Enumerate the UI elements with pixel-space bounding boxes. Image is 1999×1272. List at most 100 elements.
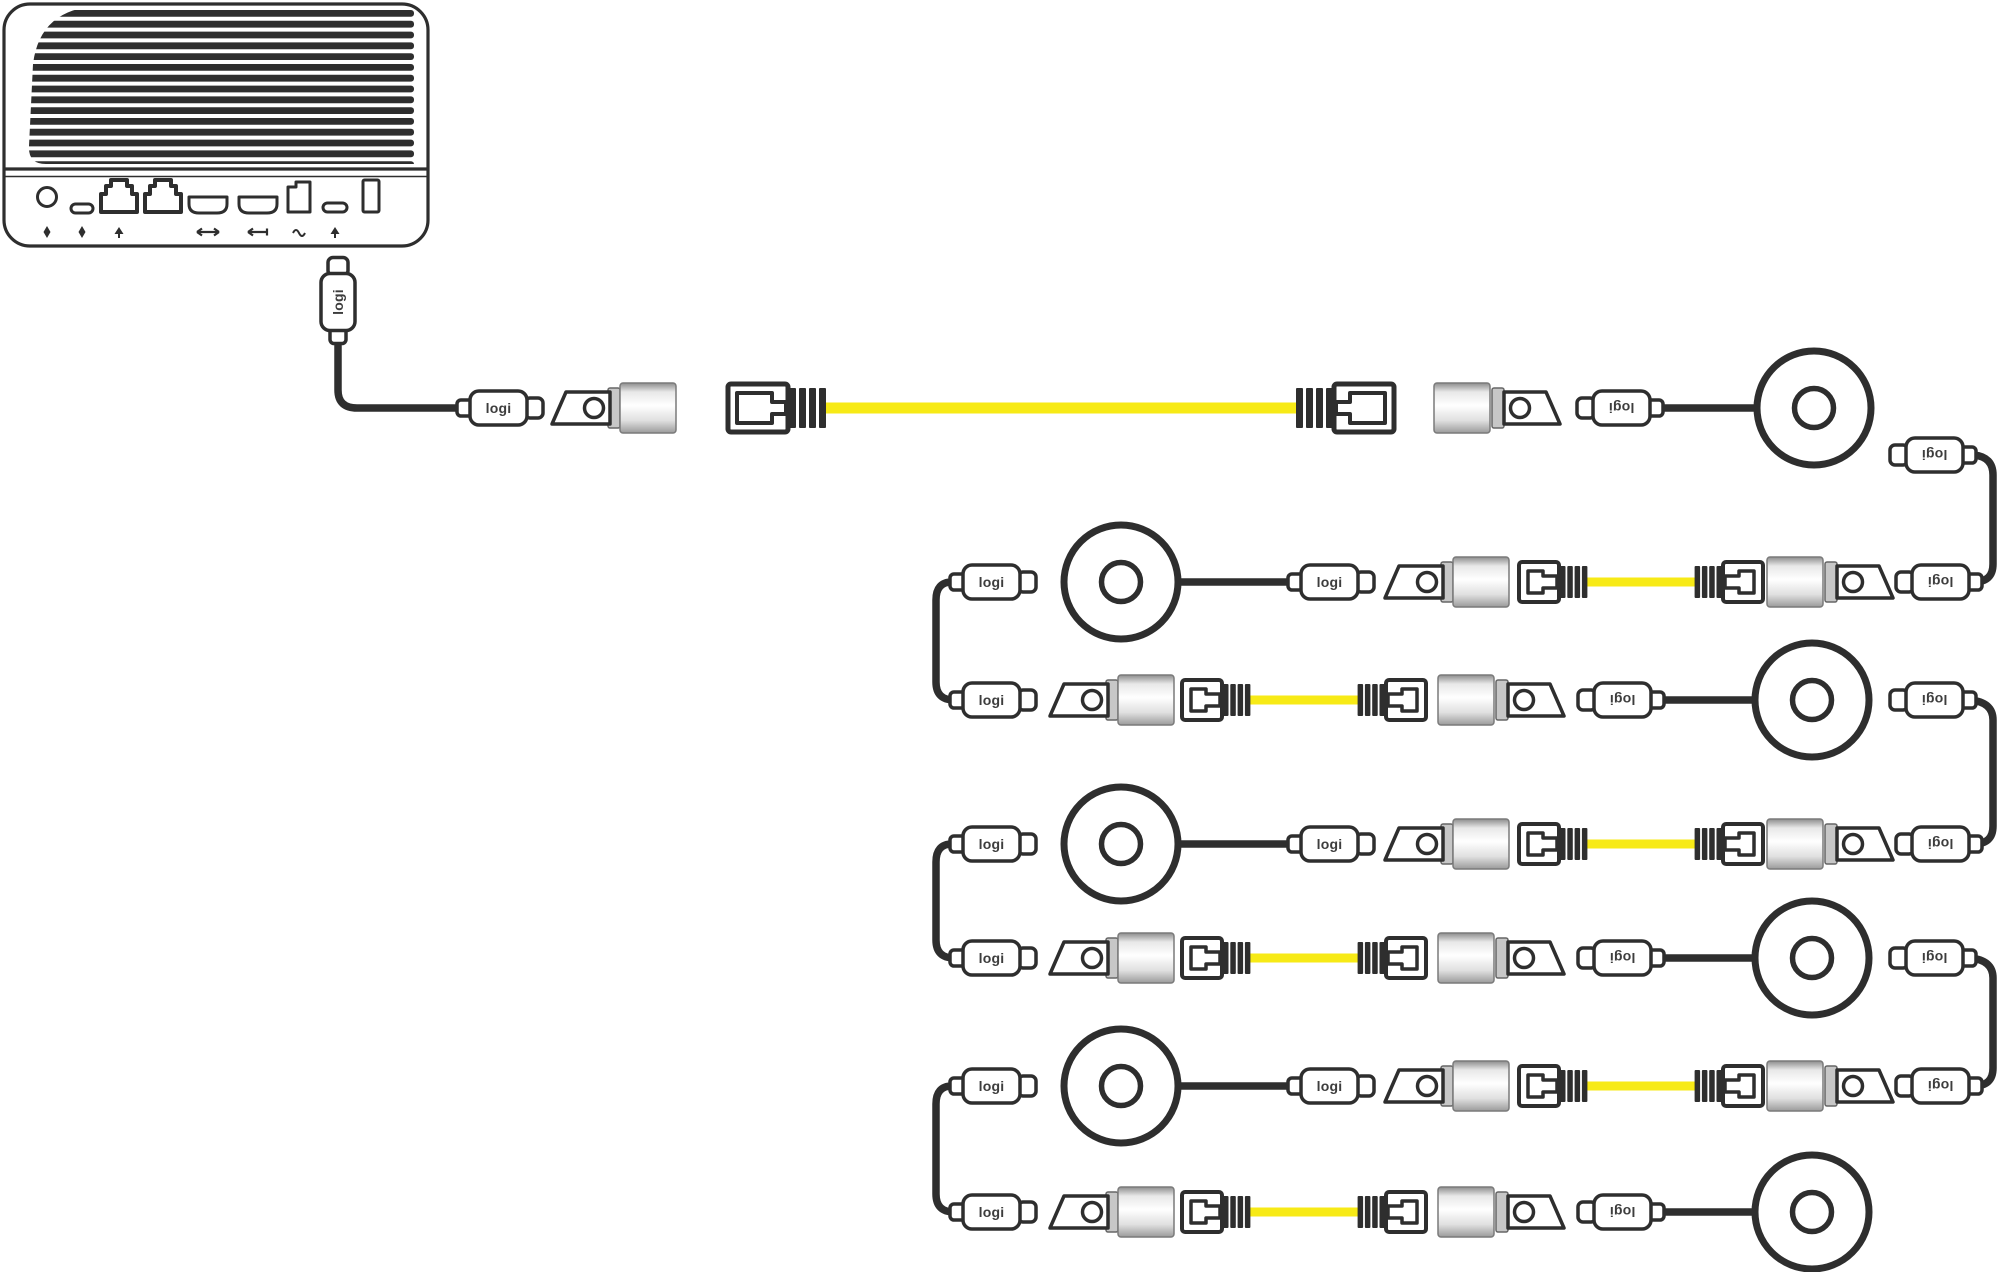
usb-extender-adapter <box>1383 818 1510 870</box>
ethernet-cable <box>725 381 1397 435</box>
rj45-contact <box>1386 1199 1419 1225</box>
extender-blade-hole <box>1080 1200 1104 1224</box>
logi-label: logi <box>979 692 1005 708</box>
logi-label: logi <box>1609 400 1635 416</box>
hdmi-port-1 <box>187 195 229 215</box>
chain-cable-pod6-to-row7 <box>932 1082 958 1216</box>
logi-label: logi <box>979 1078 1005 1094</box>
connector-body <box>961 939 1022 977</box>
rj45-plug <box>1357 936 1428 980</box>
rj45-boot <box>1357 684 1385 716</box>
logi-label: logi <box>330 289 346 315</box>
usb-extender-adapter <box>1433 382 1562 434</box>
rj45-boot <box>1357 942 1385 974</box>
usb-c-connector: logi <box>1888 939 1978 977</box>
connector-body <box>1299 1067 1360 1105</box>
usb-c-connector: logi <box>948 1067 1038 1105</box>
connector-body <box>1591 389 1652 427</box>
logi-label: logi <box>1317 1078 1343 1094</box>
connector-body <box>961 1067 1022 1105</box>
rj45-plug <box>1517 560 1588 604</box>
mic-chain-icon <box>330 227 340 238</box>
logi-label: logi <box>1610 950 1636 966</box>
usb-extender-adapter <box>1437 1186 1566 1238</box>
extender-blade-hole <box>1415 1074 1439 1098</box>
usb-extender-adapter <box>1383 1060 1510 1112</box>
usb-extender-adapter <box>1048 932 1175 984</box>
usb-c-connector: logi <box>1286 563 1376 601</box>
usb-extender-adapter <box>1048 674 1175 726</box>
rj45-boot <box>789 388 826 428</box>
rj45-contact <box>1526 831 1559 857</box>
rj45-plug <box>1694 560 1765 604</box>
connector-body <box>319 271 357 333</box>
usb-c-connector: logi <box>1286 825 1376 863</box>
extender-blade-hole <box>1080 946 1104 970</box>
usb-a-port-2 <box>361 178 381 214</box>
usb-extender-adapter <box>550 382 677 434</box>
network-icon <box>114 227 124 238</box>
logi-label: logi <box>1928 574 1954 590</box>
usb-extender-adapter <box>1437 674 1566 726</box>
daisy-chain-row-6: logi logi logi <box>948 1025 1984 1147</box>
logi-label: logi <box>979 836 1005 852</box>
connector-body <box>1910 1067 1971 1105</box>
daisy-chain-row-5: logi logi logi <box>948 897 1978 1019</box>
rj45-plug <box>725 381 826 435</box>
usb-c-connector: logi <box>1894 825 1984 863</box>
power-button[interactable] <box>36 186 58 208</box>
extender-blade-hole <box>1080 688 1104 712</box>
usb-c-connector: logi <box>1575 389 1665 427</box>
extender-box <box>1437 674 1495 726</box>
usb-extender-adapter <box>1766 818 1895 870</box>
extender-blade-hole <box>1841 1074 1865 1098</box>
connector-body <box>961 681 1022 719</box>
rj45-plug <box>1180 936 1251 980</box>
rj45-contact <box>1189 687 1222 713</box>
rj45-contact <box>1723 1073 1756 1099</box>
connector-body <box>1592 939 1653 977</box>
extender-box <box>1452 556 1510 608</box>
extender-collar <box>1495 1191 1509 1233</box>
usb-c-connector: logi <box>319 255 357 346</box>
rj45-contact <box>735 391 788 425</box>
mic-pod-5 <box>1751 897 1873 1019</box>
logi-label: logi <box>1610 1204 1636 1220</box>
connector-body <box>1904 939 1965 977</box>
rj45-plug <box>1517 1064 1588 1108</box>
rj45-plug <box>1694 1064 1765 1108</box>
chain-cable-pod4-to-row5 <box>932 840 958 962</box>
extender-box <box>1452 818 1510 870</box>
hdmi-port-2 <box>237 195 279 215</box>
chain-cable-pod3-to-row4 <box>1966 696 1997 848</box>
daisy-chain-row-3: logi logi logi <box>948 639 1978 761</box>
connector-body <box>961 563 1022 601</box>
connector-body <box>1910 563 1971 601</box>
logi-label: logi <box>979 574 1005 590</box>
extender-blade-hole <box>1415 832 1439 856</box>
connector-body <box>1299 825 1360 863</box>
ethernet-port-2 <box>143 178 183 214</box>
extender-blade-hole <box>1508 396 1532 420</box>
extender-collar <box>1824 823 1838 865</box>
mic-pod-3 <box>1751 639 1873 761</box>
rj45-contact <box>1386 945 1419 971</box>
extender-collar <box>1495 679 1509 721</box>
extender-box <box>1437 932 1495 984</box>
rj45-contact <box>1526 1073 1559 1099</box>
extender-collar <box>1824 1065 1838 1107</box>
extender-box <box>619 382 677 434</box>
rj45-boot <box>1560 1070 1588 1102</box>
rj45-plug <box>1180 1190 1251 1234</box>
data-icon <box>292 229 306 237</box>
daisy-chain-row-1: logi logi logi <box>455 347 1978 474</box>
extender-blade-hole <box>1512 946 1536 970</box>
logi-label: logi <box>1610 692 1636 708</box>
logi-label: logi <box>1317 574 1343 590</box>
rj45-boot <box>1357 1196 1385 1228</box>
usb-c-connector: logi <box>455 389 545 427</box>
usb-extender-adapter <box>1048 1186 1175 1238</box>
extender-box <box>1766 1060 1824 1112</box>
